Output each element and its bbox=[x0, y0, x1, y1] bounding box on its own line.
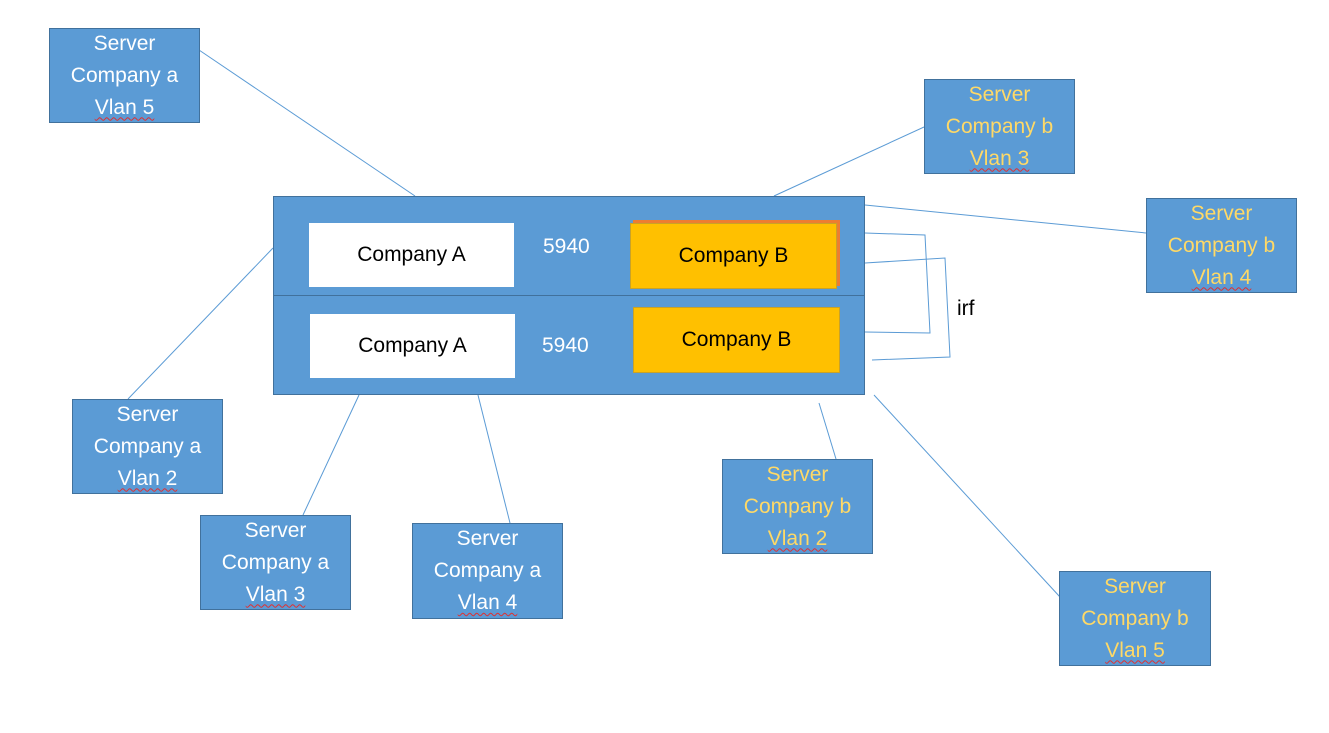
company-label: Company b bbox=[1081, 606, 1189, 630]
link-a-vlan3 bbox=[302, 394, 360, 516]
company-label: Company a bbox=[433, 559, 542, 582]
link-b-vlan3 bbox=[773, 126, 925, 197]
switch-stack: Company A 5940 Company B Company A 5940 … bbox=[273, 196, 865, 395]
company-label: Company b bbox=[743, 494, 852, 518]
member2-company-b: Company B bbox=[633, 307, 840, 373]
irf-link-1 bbox=[864, 232, 931, 334]
server-company-b-vlan4: Server Company b Vlan 4 bbox=[1146, 198, 1297, 293]
link-b-vlan4 bbox=[864, 204, 1147, 234]
link-a-vlan4 bbox=[477, 394, 511, 524]
company-label: Company b bbox=[1167, 233, 1276, 257]
member1-company-b: Company B bbox=[630, 223, 837, 289]
member2-company-a-label: Company A bbox=[358, 334, 467, 357]
server-label: Server bbox=[93, 31, 156, 55]
irf-label: irf bbox=[957, 297, 975, 320]
vlan-label: Vlan 4 bbox=[1191, 265, 1252, 289]
vlan-label: Vlan 5 bbox=[1105, 638, 1165, 662]
vlan-label: Vlan 2 bbox=[767, 526, 828, 550]
company-label: Company a bbox=[70, 63, 179, 87]
server-company-a-vlan3: Server Company a Vlan 3 bbox=[200, 515, 351, 610]
vlan-label: Vlan 3 bbox=[245, 582, 306, 606]
server-label: Server bbox=[456, 527, 519, 550]
stack-divider bbox=[274, 295, 864, 296]
server-company-a-vlan4: Server Company a Vlan 4 bbox=[412, 523, 563, 619]
company-label: Company a bbox=[93, 434, 202, 458]
irf-link-2 bbox=[864, 257, 951, 361]
link-a-vlan5 bbox=[198, 49, 416, 197]
company-label: Company a bbox=[221, 550, 330, 574]
server-label: Server bbox=[968, 82, 1031, 106]
link-a-vlan2 bbox=[127, 247, 274, 400]
server-company-b-vlan3: Server Company b Vlan 3 bbox=[924, 79, 1075, 174]
member1-company-a: Company A bbox=[309, 223, 514, 287]
vlan-label: Vlan 2 bbox=[117, 466, 178, 490]
server-label: Server bbox=[1190, 201, 1253, 225]
member2-company-b-label: Company B bbox=[681, 328, 792, 351]
server-label: Server bbox=[116, 402, 179, 426]
member2-company-a: Company A bbox=[310, 314, 515, 378]
member1-company-b-label: Company B bbox=[678, 244, 789, 267]
server-label: Server bbox=[1104, 574, 1166, 598]
server-company-b-vlan5: Server Company b Vlan 5 bbox=[1059, 571, 1211, 666]
member1-id: 5940 bbox=[543, 235, 590, 258]
member2-id: 5940 bbox=[542, 334, 589, 357]
vlan-label: Vlan 4 bbox=[457, 591, 518, 614]
vlan-label: Vlan 5 bbox=[94, 95, 155, 119]
company-label: Company b bbox=[945, 114, 1054, 138]
vlan-label: Vlan 3 bbox=[969, 146, 1030, 170]
server-company-a-vlan5: Server Company a Vlan 5 bbox=[49, 28, 200, 123]
server-label: Server bbox=[244, 518, 307, 542]
link-b-vlan2 bbox=[818, 402, 837, 460]
server-company-b-vlan2: Server Company b Vlan 2 bbox=[722, 459, 873, 554]
member1-company-a-label: Company A bbox=[357, 243, 466, 266]
server-label: Server bbox=[766, 462, 829, 486]
link-b-vlan5 bbox=[873, 394, 1061, 598]
server-company-a-vlan2: Server Company a Vlan 2 bbox=[72, 399, 223, 494]
